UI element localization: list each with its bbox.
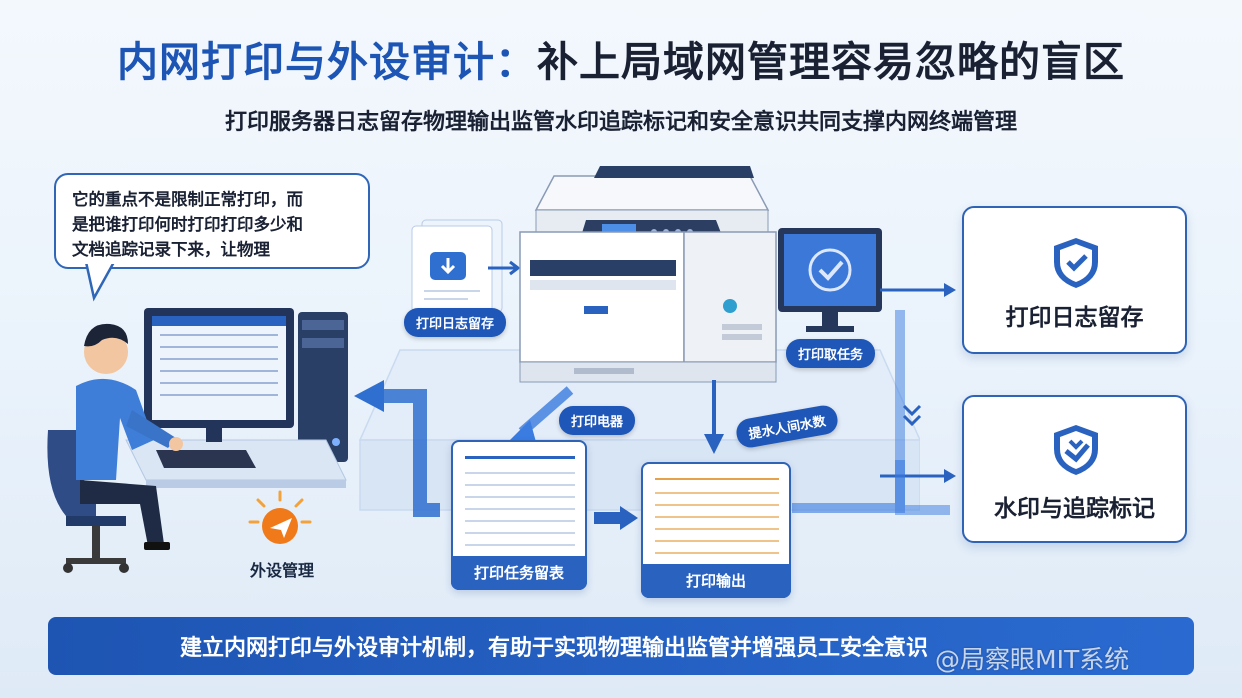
bubble-tail: [84, 262, 116, 302]
print-log-card-label: 打印日志留存: [1005, 305, 1144, 331]
source-watermark: @局察眼MIT系统: [935, 645, 1130, 674]
label-print-log-retain: 打印日志留存: [404, 308, 507, 337]
person-workstation-illustration: [47, 308, 348, 573]
watermark-card-label: 水印与追踪标记: [994, 496, 1155, 522]
page-title: 内网打印与外设审计：补上局域网管理容易忽略的盲区: [0, 28, 1242, 88]
print-log-card: 打印日志留存: [962, 206, 1187, 354]
log-document-illustration: [411, 219, 503, 313]
title-part2: 补上局域网管理容易忽略的盲区: [537, 38, 1125, 86]
bottom-banner: 建立内网打印与外设审计机制，有助于实现物理输出监管并增强员工安全意识: [48, 617, 1194, 675]
speech-bubble: 它的重点不是限制正常打印，而 是把谁打印何时打印打印多少和 文档追踪记录下来，让…: [54, 173, 370, 269]
subtitle: 打印服务器日志留存物理输出监管水印追踪标记和安全意识共同支撑内网终端管理: [224, 110, 1017, 135]
printer-illustration: [519, 166, 777, 383]
shield-check-icon: [1054, 238, 1098, 288]
bubble-line: 文档追踪记录下来，让物理: [72, 240, 270, 259]
bubble-line: 是把谁打印何时打印打印多少和: [72, 215, 303, 234]
title-part1: 内网打印与外设审计：: [117, 38, 537, 86]
bubble-line: 它的重点不是限制正常打印，而: [72, 190, 303, 209]
peripheral-management-icon: [248, 490, 312, 544]
label-peripheral: 外设管理: [249, 561, 314, 580]
flow-arrows: [354, 380, 905, 530]
watermark-card: 水印与追踪标记: [962, 395, 1187, 543]
task-table-label: 打印任务留表: [451, 556, 587, 590]
label-printer: 打印电器: [559, 406, 636, 435]
label-print-job: 打印取任务: [786, 339, 876, 368]
task-table-document: 打印任务留表: [451, 440, 587, 590]
bottom-banner-text: 建立内网打印与外设审计机制，有助于实现物理输出监管并增强员工安全意识: [180, 636, 929, 661]
print-output-label: 打印输出: [641, 564, 791, 598]
monitor-illustration: [778, 228, 882, 332]
print-output-document: 打印输出: [641, 462, 791, 598]
shield-tag-icon: [1054, 425, 1098, 475]
arrow-icon: [488, 260, 521, 276]
